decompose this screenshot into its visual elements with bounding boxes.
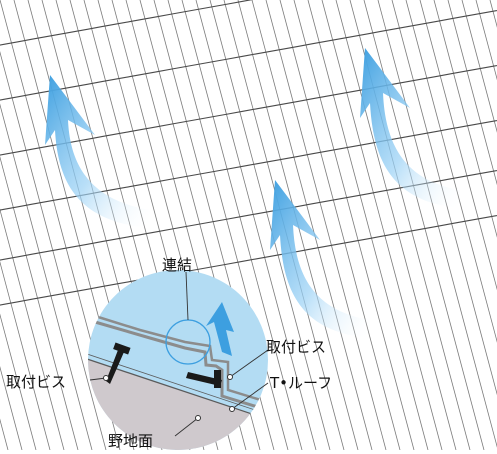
label-t-roof: T•ルーフ	[269, 374, 332, 392]
airflow-arrows	[45, 48, 460, 338]
panel-rib	[391, 0, 497, 396]
panel-rib	[167, 0, 289, 451]
panel-rib	[279, 0, 401, 451]
airflow-arrow-icon	[360, 48, 460, 208]
panel-rib	[447, 0, 497, 186]
screw-icon	[186, 370, 222, 388]
panel-rib	[0, 103, 93, 451]
label-screw-left: 取付ビス	[6, 373, 66, 391]
airflow-arrow-icon	[270, 180, 370, 338]
label-screw-right: 取付ビス	[266, 338, 326, 356]
panel-rib	[195, 0, 317, 451]
panel-rib	[0, 50, 107, 451]
panel-rib	[307, 0, 429, 451]
panel-rib	[265, 0, 387, 451]
panel-rib	[461, 0, 497, 133]
airflow-arrow-icon	[45, 75, 150, 228]
t-roof-profile	[94, 320, 268, 422]
detail-circle	[88, 270, 268, 450]
panel-rib	[321, 0, 443, 451]
detail-airflow-arrow-icon	[206, 302, 234, 356]
panel-rib	[475, 0, 497, 81]
screw-icon	[106, 342, 131, 384]
panel-rib	[0, 365, 23, 451]
panel-seam	[0, 215, 497, 306]
panel-rib	[335, 0, 457, 451]
panel-rib	[0, 313, 37, 451]
panel-seam	[0, 65, 497, 156]
panel-rib	[489, 0, 497, 28]
panel-rib	[0, 208, 65, 451]
panel-seam	[0, 0, 253, 46]
label-connection: 連結	[162, 256, 192, 274]
panel-rib	[0, 260, 51, 451]
panel-rib	[0, 155, 79, 451]
panel-rib	[405, 0, 497, 343]
panel-rib	[433, 0, 497, 238]
leader-lines	[89, 271, 269, 437]
panel-rib	[293, 0, 415, 451]
panel-rib	[377, 0, 497, 448]
label-base-surface: 野地面	[108, 432, 153, 450]
panel-rib	[209, 0, 331, 451]
panel-rib	[181, 0, 303, 451]
panel-seam	[0, 10, 497, 101]
panel-rib	[419, 0, 497, 291]
panel-rib	[251, 0, 373, 451]
panel-seam	[0, 120, 497, 211]
